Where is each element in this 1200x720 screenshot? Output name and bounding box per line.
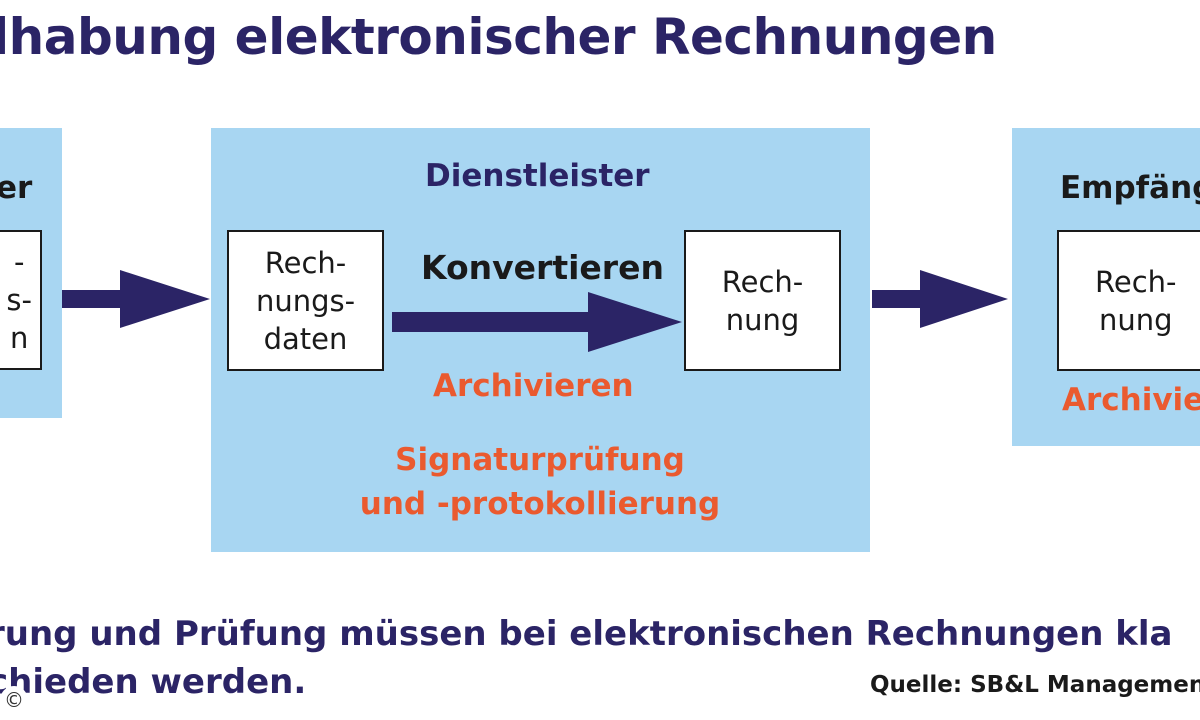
sender-heading: er [0,170,33,206]
source-note: Quelle: SB&L Management [870,672,1200,698]
recipient-invoice-box: Rech- nung [1057,230,1200,371]
invoice-output-box: Rech- nung [684,230,841,371]
recipient-archive-label: Archivie [1062,382,1200,418]
arrow-right-icon [62,270,210,328]
arrow-right-icon [872,270,1008,328]
sender-box: - s- n [0,230,42,370]
recipient-invoice-label: Rech- nung [1095,264,1177,337]
signature-check-label: Signaturprüfung und -protokollierung [359,442,721,522]
recipient-heading: Empfäng [1060,170,1200,206]
copyright-icon: © [0,686,28,714]
convert-arrow-icon [392,292,682,352]
archive-label: Archivieren [433,368,634,404]
diagram-caption: rung und Prüfung müssen bei elektronisch… [0,614,1173,702]
diagram-title: lhabung elektronischer Rechnungen [0,8,997,66]
sender-box-text: - s- n [6,245,32,355]
invoice-data-label: Rech- nungs- daten [255,245,356,356]
invoice-output-label: Rech- nung [721,264,804,337]
service-provider-heading: Dienstleister [425,158,650,194]
convert-label: Konvertieren [421,248,664,287]
invoice-data-box: Rech- nungs- daten [227,230,384,371]
